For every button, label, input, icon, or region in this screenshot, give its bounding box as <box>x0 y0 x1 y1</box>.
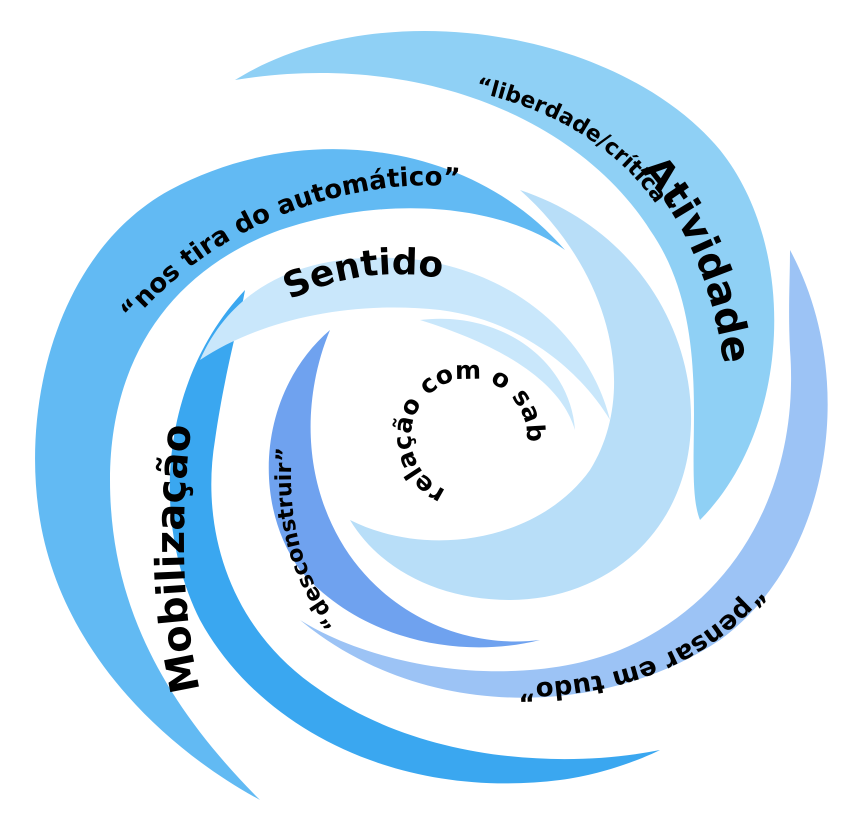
spiral-arm-center-wisp <box>420 318 575 430</box>
spiral-arm-bottom-right <box>300 250 828 698</box>
spiral-arm-left <box>35 149 565 801</box>
spiral-arm-top-right <box>235 30 775 520</box>
spiral-arm-right-inner <box>350 190 692 600</box>
spiral-arm-innermost <box>268 330 540 648</box>
spiral-arm-inner-light <box>200 257 610 420</box>
